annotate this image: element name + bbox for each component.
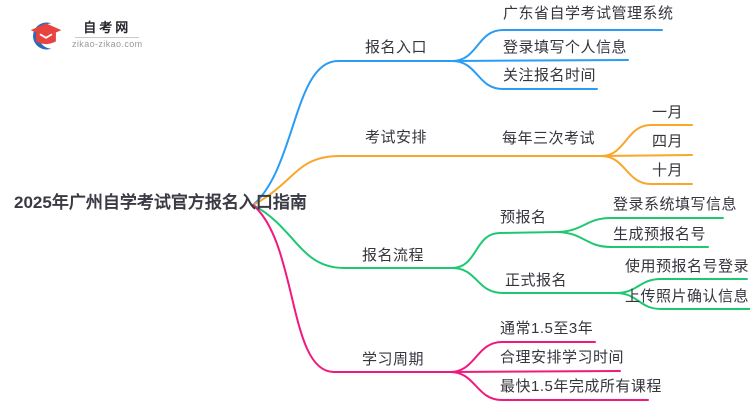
node-duration-typical: 通常1.5至3年 [500,320,594,337]
process-pre-child2-line [557,231,709,248]
duration-branch-lines [252,204,649,401]
node-process: 报名流程 [362,247,425,264]
node-month-january: 一月 [652,104,684,121]
process-pre-line [451,231,559,269]
schedule-month3-line [600,155,693,185]
logo-title: 自考网 [83,20,132,35]
process-trunk-line [252,204,453,269]
schedule-branch-lines [252,124,693,206]
node-schedule: 考试安排 [365,129,428,146]
node-month-april: 四月 [652,133,684,150]
process-formal-child2-line [615,292,750,310]
node-entry: 报名入口 [365,39,428,56]
node-entry-system: 广东省自学考试管理系统 [503,5,674,22]
node-schedule-three-exams: 每年三次考试 [502,130,596,147]
entry-child1-line [451,29,663,62]
process-pre-child1-line [557,217,724,233]
schedule-month2-line [600,154,693,157]
node-entry-login-info: 登录填写个人信息 [503,39,628,56]
node-formal-registration: 正式报名 [505,272,568,289]
node-duration-plan-time: 合理安排学习时间 [500,349,625,366]
root-topic: 2025年广州自学考试官方报名入口指南 [14,193,307,212]
node-entry-time: 关注报名时间 [503,67,597,84]
node-formal-upload-photo: 上传照片确认信息 [625,288,750,305]
site-logo: 自考网 zikao-zikao.com [28,20,143,52]
logo-domain: zikao-zikao.com [72,39,143,49]
node-month-october: 十月 [652,162,684,179]
schedule-trunk-line [252,155,602,206]
duration-trunk-line [252,204,451,373]
entry-trunk-line [252,60,453,206]
duration-child1-line [449,341,596,373]
entry-branch-lines [252,29,663,206]
entry-child2-line [451,59,629,62]
node-pre-generate-number: 生成预报名号 [613,226,707,243]
logo-text-block: 自考网 zikao-zikao.com [72,20,143,49]
node-duration: 学习周期 [362,351,425,368]
entry-child3-line [451,60,598,90]
process-formal-line [451,267,617,294]
node-pre-fill-info: 登录系统填写信息 [613,196,738,213]
duration-child3-line [449,371,649,401]
node-duration-fastest: 最快1.5年完成所有课程 [500,378,662,395]
graduation-cap-icon [30,22,62,50]
node-formal-login: 使用预报名号登录 [625,258,750,275]
duration-child2-line [449,370,621,373]
logo-divider [75,37,140,38]
node-pre-registration: 预报名 [500,209,547,226]
process-branch-lines [252,204,750,310]
